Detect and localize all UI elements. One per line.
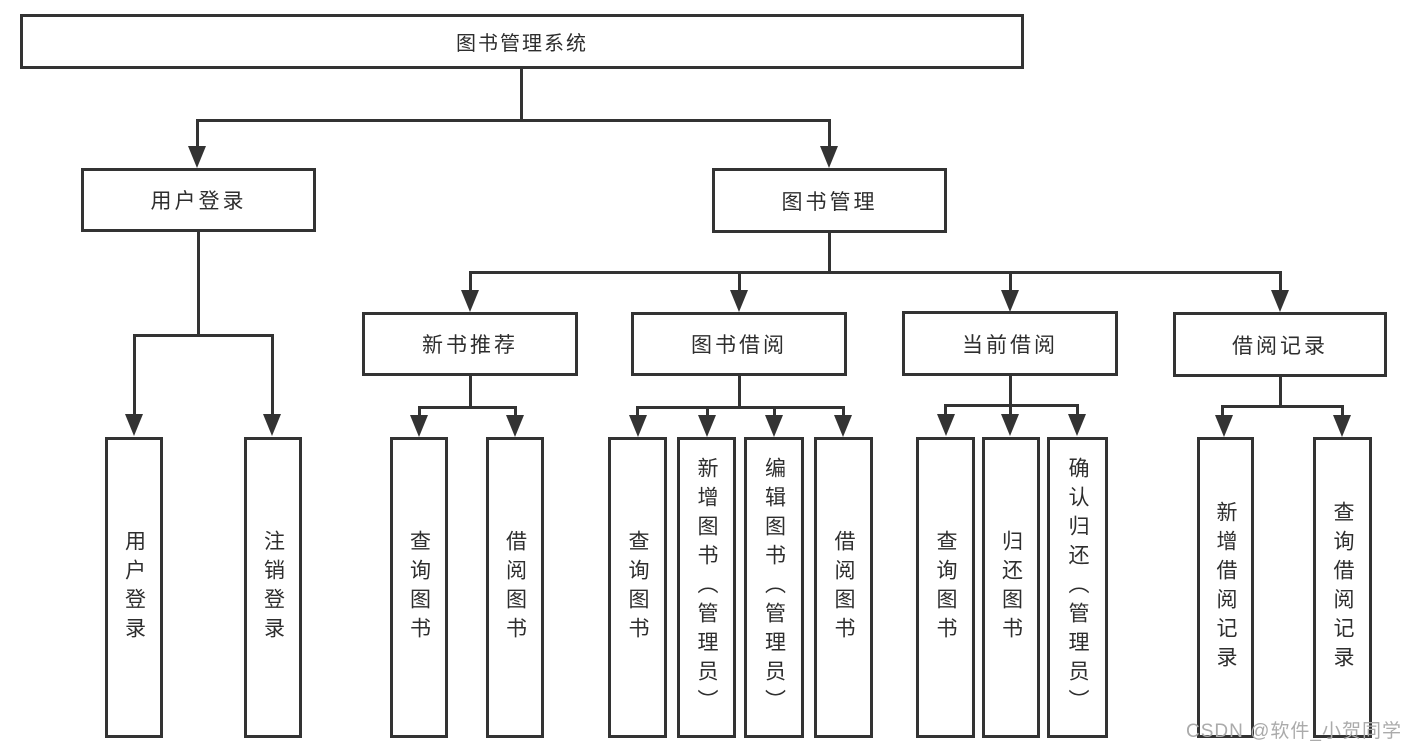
node-user-login: 用户登录 <box>81 168 316 232</box>
node-label: 图书借阅 <box>691 334 787 357</box>
leaf-label: 确认归还（管理员） <box>1066 457 1089 718</box>
arrow-down-icon <box>698 415 716 437</box>
edge-new-book-recommend-stub <box>469 376 472 409</box>
node-label: 新书推荐 <box>422 334 518 357</box>
leaf-label: 编辑图书（管理员） <box>762 457 786 718</box>
arrow-down-icon <box>1333 415 1351 437</box>
edge-to-leaf <box>636 406 639 417</box>
arrow-down-icon <box>730 290 748 312</box>
arrow-down-icon <box>188 146 206 168</box>
edge-to-leaf <box>1221 405 1224 417</box>
leaf-label: 用户登录 <box>122 529 146 646</box>
edge-to-book-borrow <box>738 271 741 292</box>
arrow-down-icon <box>461 290 479 312</box>
arrow-down-icon <box>937 414 955 436</box>
edge-user-login-stub <box>197 232 200 337</box>
edge-borrow-records-bar <box>1221 405 1344 408</box>
node-label: 用户登录 <box>150 190 247 213</box>
edge-to-borrow-records <box>1279 271 1282 292</box>
arrow-down-icon <box>765 415 783 437</box>
leaf-edit-book-admin: 编辑图书（管理员） <box>744 437 804 738</box>
edge-book-management-stub <box>828 233 831 273</box>
edge-to-leaf <box>1076 404 1079 416</box>
edge-to-leaf <box>773 406 776 417</box>
arrow-down-icon <box>1271 290 1289 312</box>
edge-root-to-book-management <box>828 119 831 150</box>
arrow-down-icon <box>1001 414 1019 436</box>
leaf-label: 注销登录 <box>261 529 285 646</box>
leaf-label: 查询图书 <box>407 529 431 646</box>
arrow-down-icon <box>263 414 281 436</box>
arrow-down-icon <box>820 146 838 168</box>
arrow-down-icon <box>1215 415 1233 437</box>
leaf-label: 新增图书（管理员） <box>695 457 718 718</box>
leaf-label: 借阅图书 <box>503 529 527 646</box>
leaf-query-borrow-record: 查询借阅记录 <box>1313 437 1372 738</box>
edge-user-login-bar <box>133 334 274 337</box>
leaf-label: 新增借阅记录 <box>1214 500 1237 675</box>
edge-to-leaf <box>842 406 845 417</box>
arrow-down-icon <box>629 415 647 437</box>
leaf-borrow-books-recommend: 借阅图书 <box>486 437 544 738</box>
leaf-label: 查询图书 <box>934 529 957 646</box>
edge-root-bar <box>197 119 831 122</box>
leaf-logout: 注销登录 <box>244 437 302 738</box>
edge-book-borrow-stub <box>738 376 741 409</box>
edge-to-leaf <box>1341 405 1344 417</box>
edge-new-book-recommend-bar <box>418 406 517 409</box>
edge-book-management-bar <box>469 271 1281 274</box>
node-label: 当前借阅 <box>962 333 1058 357</box>
arrow-down-icon <box>834 415 852 437</box>
leaf-label: 查询图书 <box>626 529 649 646</box>
node-book-borrow: 图书借阅 <box>631 312 847 376</box>
edge-to-leaf <box>706 406 709 417</box>
node-new-book-recommend: 新书推荐 <box>362 312 578 376</box>
arrow-down-icon <box>1001 290 1019 312</box>
node-current-borrow: 当前借阅 <box>902 311 1118 376</box>
csdn-watermark: CSDN @软件_小贺同学 <box>1186 721 1402 742</box>
leaf-query-books-current: 查询图书 <box>916 437 975 738</box>
edge-borrow-records-stub <box>1279 377 1282 408</box>
edge-book-borrow-bar <box>636 406 845 409</box>
node-label: 图书管理 <box>781 190 878 214</box>
leaf-query-books-recommend: 查询图书 <box>390 437 448 738</box>
edge-to-leaf <box>514 406 517 417</box>
edge-current-borrow-stub <box>1009 376 1012 407</box>
leaf-confirm-return-admin: 确认归还（管理员） <box>1047 437 1108 738</box>
edge-to-leaf-logout <box>271 334 274 416</box>
arrow-down-icon <box>1068 414 1086 436</box>
edge-to-new-book-recommend <box>469 271 472 292</box>
leaf-user-login: 用户登录 <box>105 437 163 738</box>
node-label: 借阅记录 <box>1232 334 1328 358</box>
leaf-label: 查询借阅记录 <box>1331 500 1354 675</box>
edge-to-leaf <box>1009 404 1012 416</box>
edge-root-stub <box>520 69 523 121</box>
arrow-down-icon <box>125 414 143 436</box>
node-label: 图书管理系统 <box>456 33 588 55</box>
leaf-return-book: 归还图书 <box>982 437 1040 738</box>
edge-to-leaf <box>418 406 421 417</box>
edge-to-leaf-user-login <box>133 334 136 416</box>
leaf-add-borrow-record: 新增借阅记录 <box>1197 437 1254 738</box>
node-book-management: 图书管理 <box>712 168 947 233</box>
leaf-add-book-admin: 新增图书（管理员） <box>677 437 736 738</box>
arrow-down-icon <box>410 415 428 437</box>
edge-to-current-borrow <box>1009 271 1012 292</box>
edge-to-leaf <box>944 404 947 416</box>
edge-root-to-user-login <box>196 119 199 150</box>
leaf-label: 借阅图书 <box>832 529 855 646</box>
arrow-down-icon <box>506 415 524 437</box>
node-root: 图书管理系统 <box>20 14 1024 69</box>
leaf-borrow-books-borrow: 借阅图书 <box>814 437 873 738</box>
leaf-label: 归还图书 <box>999 529 1023 646</box>
node-borrow-records: 借阅记录 <box>1173 312 1387 377</box>
leaf-query-books-borrow: 查询图书 <box>608 437 667 738</box>
